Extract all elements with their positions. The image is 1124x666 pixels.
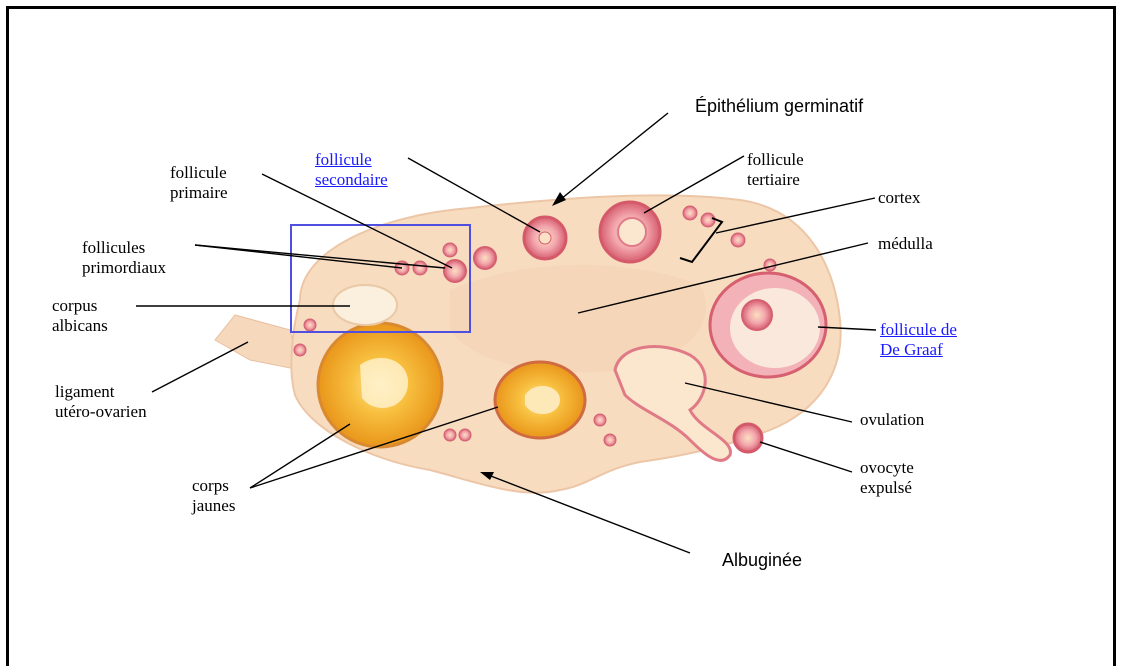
tertiary-follicle-antrum [618, 218, 646, 246]
secondary-follicle-oocyte [539, 232, 551, 244]
primordial-follicle [459, 429, 471, 441]
corps-jaune-large-core [360, 358, 408, 408]
label-corpus-albicans: corpus albicans [52, 296, 108, 336]
expelled-oocyte [734, 424, 762, 452]
graafian-oocyte [742, 300, 772, 330]
leader-epithelium [556, 113, 668, 203]
primordial-follicle [304, 319, 316, 331]
leader-ligament [152, 342, 248, 392]
corpus-albicans-shape [333, 285, 397, 325]
label-albuginee: Albuginée [722, 550, 802, 570]
label-ovulation: ovulation [860, 410, 924, 430]
corps-jaune-small-core [525, 386, 560, 414]
label-follicule-primaire: follicule primaire [170, 163, 228, 203]
label-medulla: médulla [878, 234, 933, 254]
primordial-follicle [444, 429, 456, 441]
link-follicule-secondaire[interactable]: follicule secondaire [315, 150, 388, 190]
label-cortex: cortex [878, 188, 920, 208]
primordial-follicle [604, 434, 616, 446]
primordial-follicle [294, 344, 306, 356]
primordial-follicle [701, 213, 715, 227]
graafian-follicle-antrum [730, 288, 820, 368]
link-follicule-de-graaf[interactable]: follicule de De Graaf [880, 320, 957, 360]
primordial-follicle [594, 414, 606, 426]
leader-ovocyte [760, 442, 852, 472]
label-follicules-primordiaux: follicules primordiaux [82, 238, 166, 278]
label-ovocyte-expulse: ovocyte expulsé [860, 458, 914, 498]
leader-corps-1 [250, 424, 350, 488]
primary-follicle [444, 260, 466, 282]
label-follicule-tertiaire: follicule tertiaire [747, 150, 804, 190]
label-corps-jaunes: corps jaunes [192, 476, 235, 516]
primordial-follicle [413, 261, 427, 275]
primordial-follicle [731, 233, 745, 247]
leader-albuginee [483, 473, 690, 553]
label-epithelium-germinatif: Épithélium germinatif [695, 96, 863, 116]
label-ligament-utero-ovarien: ligament utéro-ovarien [55, 382, 147, 422]
primordial-follicle [683, 206, 697, 220]
primordial-follicle [443, 243, 457, 257]
ligament-shape [215, 315, 300, 370]
primary-follicle [474, 247, 496, 269]
